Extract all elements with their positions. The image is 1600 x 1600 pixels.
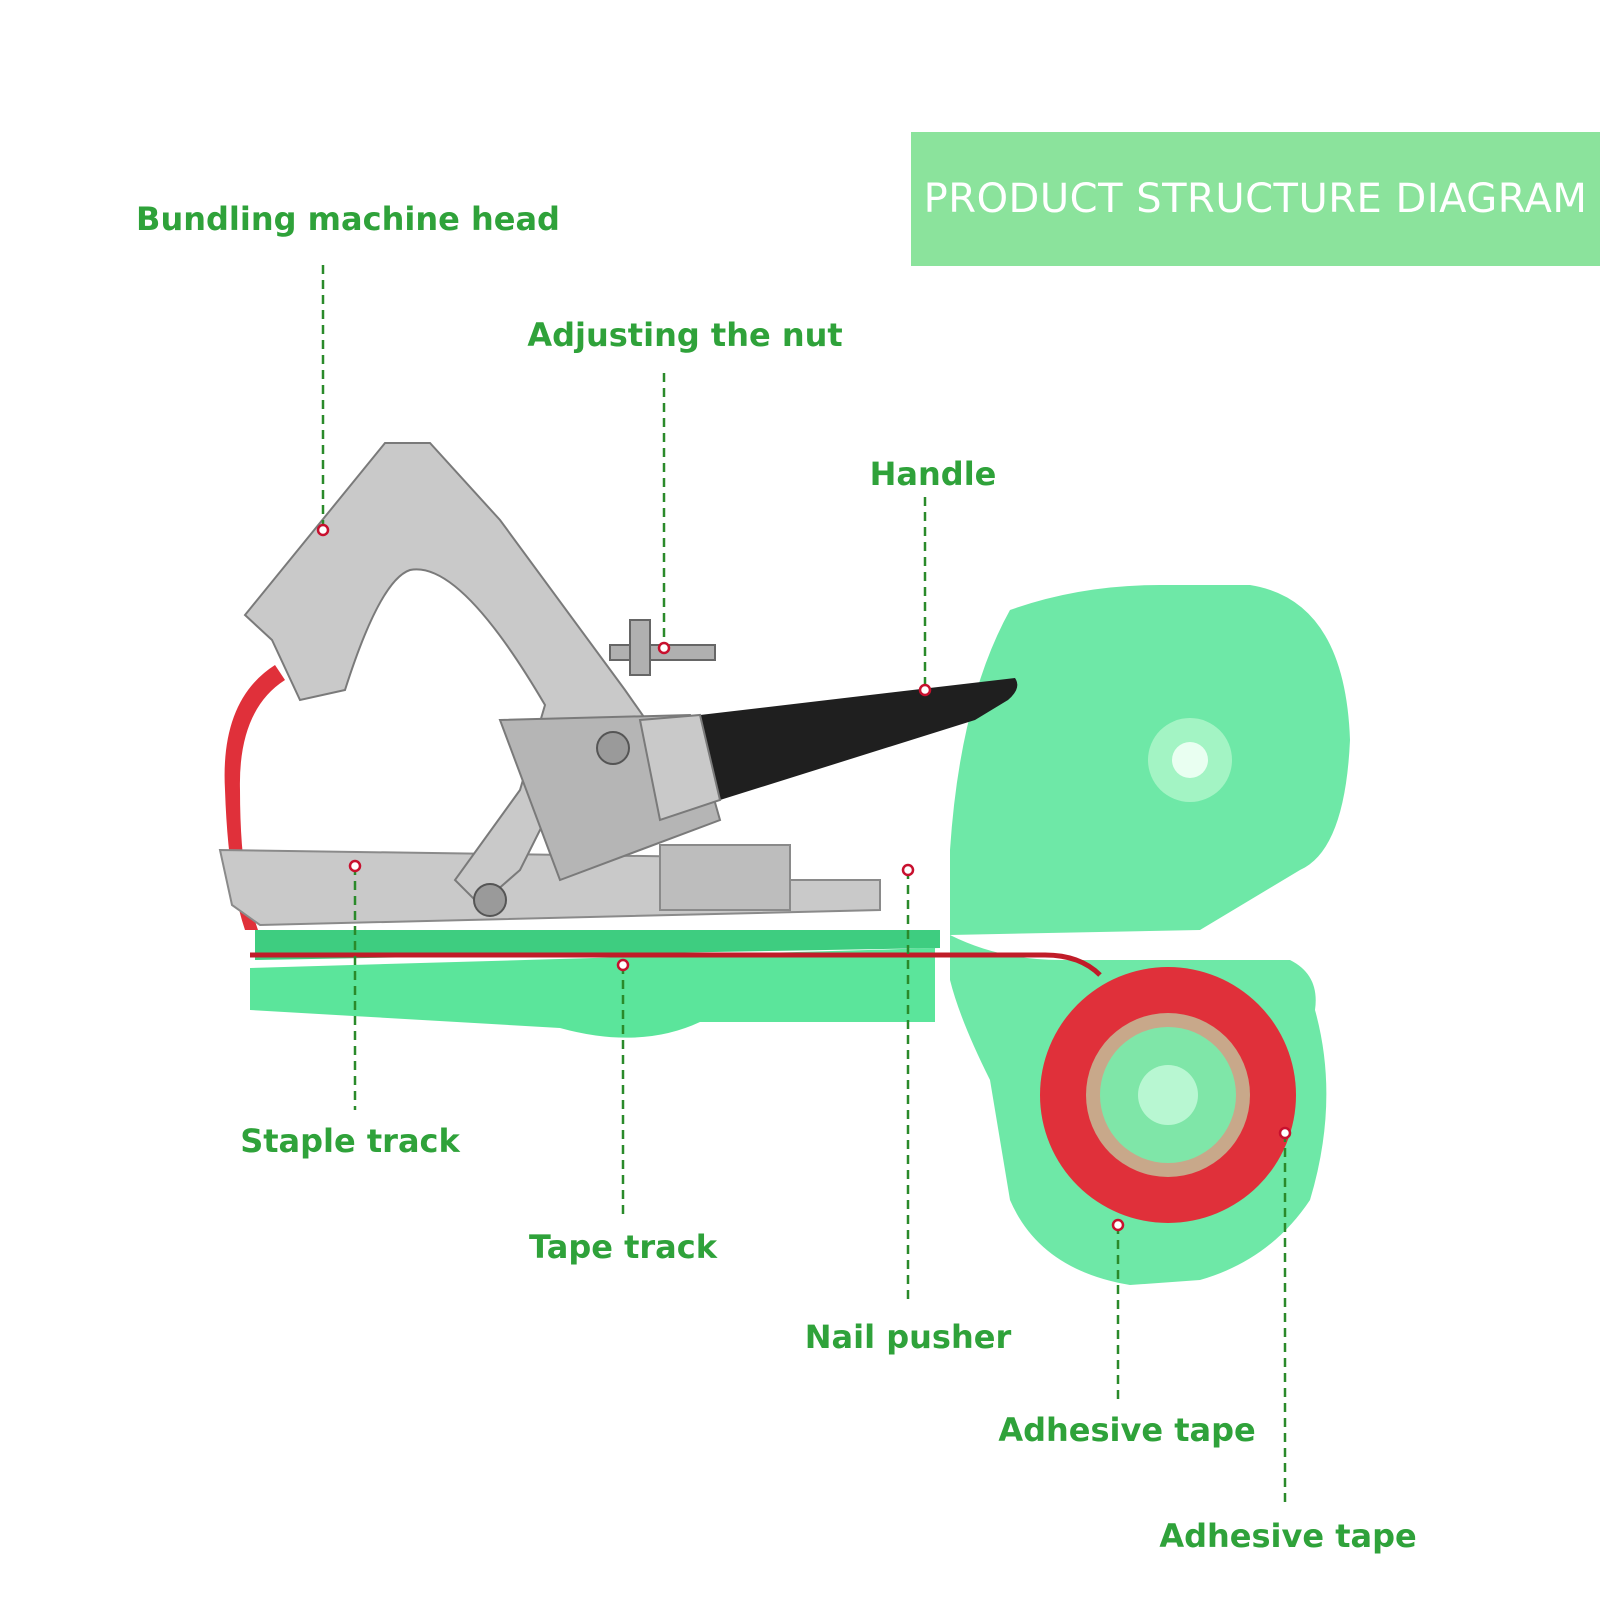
marker-adhesive-tape-1 bbox=[1111, 1218, 1125, 1232]
lower-pivot bbox=[473, 883, 507, 917]
label-adhesive-tape-1: Adhesive tape bbox=[998, 1411, 1256, 1449]
pusher-block bbox=[659, 844, 791, 911]
marker-nut bbox=[657, 641, 671, 655]
label-handle: Handle bbox=[869, 455, 997, 493]
marker-staple-track bbox=[348, 859, 362, 873]
pivot-screw bbox=[596, 731, 630, 765]
tape-track-base bbox=[250, 948, 935, 1038]
marker-tape-track bbox=[616, 958, 630, 972]
marker-nail-pusher bbox=[901, 863, 915, 877]
marker-handle bbox=[918, 683, 932, 697]
label-tape-track: Tape track bbox=[529, 1228, 717, 1266]
label-adhesive-tape-2: Adhesive tape bbox=[1159, 1517, 1417, 1555]
marker-adhesive-tape-2 bbox=[1278, 1126, 1292, 1140]
label-nail-pusher: Nail pusher bbox=[804, 1318, 1012, 1356]
nut-bracket bbox=[629, 619, 651, 676]
label-bundling-machine-head: Bundling machine head bbox=[136, 200, 560, 238]
tape-path bbox=[250, 952, 1102, 977]
housing-hub-center bbox=[1172, 742, 1208, 778]
label-staple-track: Staple track bbox=[240, 1122, 460, 1160]
marker-head bbox=[316, 523, 330, 537]
label-adjusting-the-nut: Adjusting the nut bbox=[527, 316, 843, 354]
diagram-title: PRODUCT STRUCTURE DIAGRAM bbox=[923, 176, 1588, 222]
title-banner: PRODUCT STRUCTURE DIAGRAM bbox=[911, 132, 1600, 266]
tape-core-center bbox=[1138, 1065, 1198, 1125]
handle-bracket bbox=[638, 713, 722, 822]
black-handle bbox=[700, 678, 1018, 800]
